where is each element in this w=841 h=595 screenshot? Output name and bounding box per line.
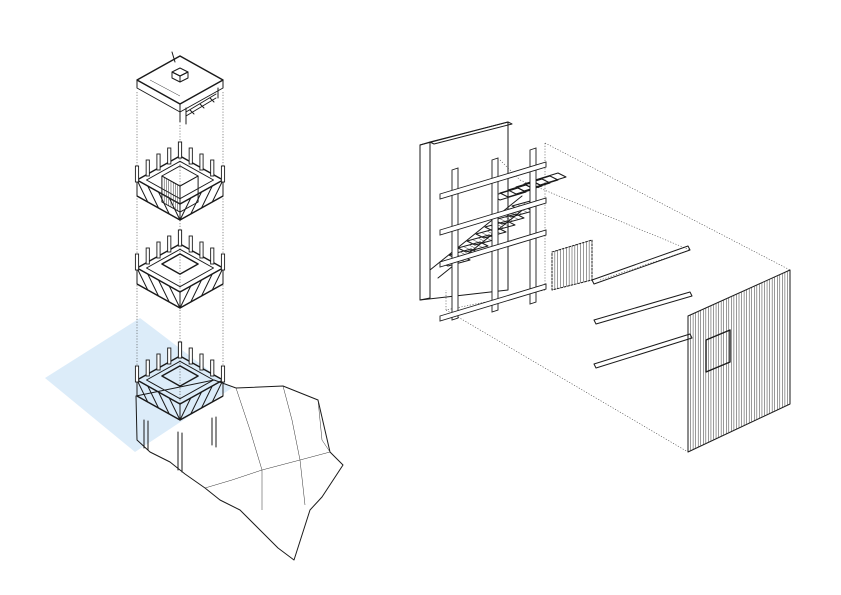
level-post [210, 359, 215, 377]
level-brace [190, 391, 202, 415]
grid-post [451, 167, 459, 321]
stair-stringer [429, 195, 523, 271]
tread-hatch [501, 222, 510, 227]
level-post [188, 347, 193, 365]
level-top-frame [136, 243, 224, 293]
level-post [167, 235, 172, 253]
level-inner-ring [146, 248, 214, 288]
back-wall [419, 121, 513, 301]
grid-beam [439, 229, 547, 268]
landing-slat [523, 175, 559, 189]
tread-hatch [463, 246, 472, 251]
level-post [177, 141, 183, 159]
landing-slat [531, 172, 567, 186]
level-post [199, 353, 204, 371]
timber-grid [439, 147, 547, 322]
level-brace [190, 279, 202, 303]
level-brace [158, 391, 170, 415]
rails [591, 245, 693, 369]
level-post [156, 153, 161, 171]
level-post [188, 235, 193, 253]
level-post [220, 253, 226, 271]
level-core-top [161, 165, 199, 187]
level-brace [158, 279, 170, 303]
level-core-plate [161, 365, 199, 387]
level-post [210, 159, 215, 177]
grid-beam [439, 197, 547, 236]
projected-shadow [45, 318, 232, 452]
level-post [134, 365, 140, 383]
tower-level-3 [134, 341, 226, 421]
tower-levels [134, 141, 226, 421]
level-brace [211, 267, 224, 291]
roof-module [136, 51, 224, 125]
exploded-tower [45, 51, 344, 561]
level-brace [136, 379, 149, 403]
level-brace [201, 185, 213, 209]
level-brace [147, 185, 159, 209]
level-brace [147, 273, 159, 297]
tread-hatch [481, 232, 490, 237]
facade-assembly [419, 121, 791, 453]
level-brace [201, 273, 213, 297]
level-bottom-edge [136, 395, 224, 421]
level-brace [211, 179, 224, 203]
tread-hatch [504, 216, 514, 222]
level-post [199, 241, 204, 259]
level-post [177, 341, 183, 359]
level-bottom-edge [136, 283, 224, 309]
tower-level-2 [134, 229, 226, 309]
level-brace [136, 179, 149, 203]
level-top-frame [136, 355, 224, 405]
slatted-facade-wall [687, 269, 791, 453]
level-brace [179, 397, 192, 421]
tread-hatch [510, 215, 519, 220]
level-post [145, 247, 150, 265]
tread-hatch [499, 218, 508, 223]
level-post [134, 253, 140, 271]
level-post [188, 147, 193, 165]
level-post [156, 353, 161, 371]
level-post [199, 153, 204, 171]
alignment-lines [136, 92, 224, 420]
level-post [156, 241, 161, 259]
level-post [220, 365, 226, 383]
level-post [145, 359, 150, 377]
level-inner-ring [146, 360, 214, 400]
level-post [134, 165, 140, 183]
level-post [177, 229, 183, 247]
level-brace [147, 385, 159, 409]
level-brace [211, 379, 224, 403]
level-post [210, 247, 215, 265]
tread-hatch [472, 239, 481, 244]
tower-level-1 [134, 141, 226, 221]
grid-post [491, 157, 499, 313]
level-post [220, 165, 226, 183]
level-core-plate [161, 253, 199, 275]
grid-post [529, 147, 537, 305]
level-brace [179, 285, 192, 309]
tread-hatch [477, 237, 487, 243]
level-post [145, 159, 150, 177]
level-post [167, 147, 172, 165]
facade-window [705, 329, 731, 373]
level-bottom-edge [136, 195, 224, 221]
grid-beam [439, 161, 547, 200]
level-brace [168, 397, 181, 421]
level-post [167, 347, 172, 365]
level-brace [201, 385, 213, 409]
level-brace [136, 267, 149, 291]
slatted-panel [551, 239, 593, 291]
grid-beam [439, 283, 547, 322]
terrain-block [135, 379, 344, 561]
level-brace [168, 285, 181, 309]
stilts [143, 416, 217, 473]
